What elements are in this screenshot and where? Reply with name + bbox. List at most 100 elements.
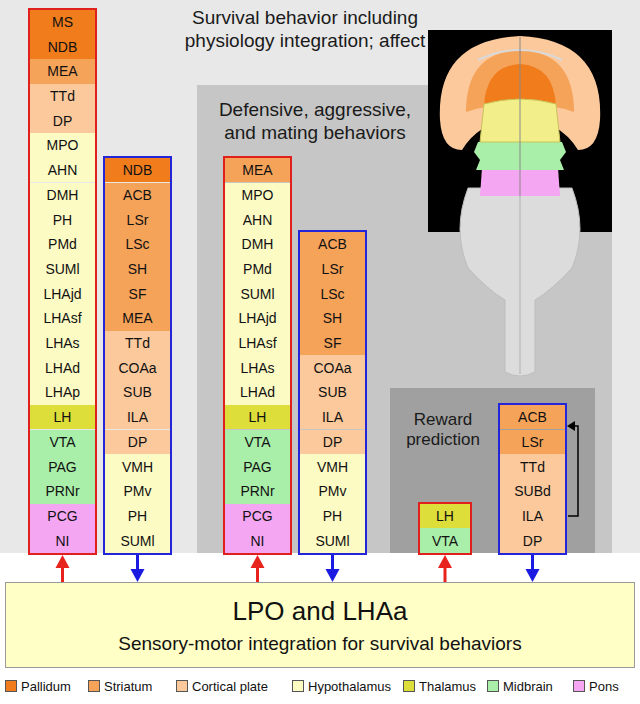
hindbrain [460, 188, 580, 376]
region-cell: NDB [30, 34, 95, 59]
region-cell: VMH [300, 454, 365, 479]
connector-line [61, 568, 64, 582]
panel-title: Reward prediction [394, 410, 492, 451]
region-cell: TTd [30, 84, 95, 109]
region-cell: PH [300, 504, 365, 529]
region-cell: PMv [300, 479, 365, 504]
region-label: MS [52, 15, 73, 29]
brain-background [428, 30, 612, 232]
region-cell: PCG [30, 504, 95, 529]
region-label: SH [128, 262, 147, 276]
region-label: VMH [317, 460, 348, 474]
region-cell: COAa [105, 355, 170, 380]
connector-arrow [251, 555, 265, 582]
connector-arrow [526, 555, 540, 582]
region-cell: ILA [105, 405, 170, 430]
legend-swatch [487, 680, 499, 692]
region-label: VTA [49, 435, 75, 449]
region-cell: NI [225, 528, 290, 553]
region-cell: MEA [105, 306, 170, 331]
region-label: PRNr [240, 484, 274, 498]
region-cell: DMH [30, 183, 95, 208]
region-cell: TTd [500, 454, 565, 479]
region-label: LSc [320, 287, 344, 301]
region-label: SUMl [240, 287, 274, 301]
connector-arrow [131, 555, 145, 582]
region-label: ACB [123, 188, 152, 202]
ventricle-arc [478, 50, 562, 60]
region-label: DMH [47, 188, 79, 202]
region-cell: PRNr [30, 479, 95, 504]
region-label: SUB [123, 385, 152, 399]
feedback-arrowhead [567, 421, 575, 431]
region-label: LH [249, 410, 267, 424]
legend-swatch [292, 680, 304, 692]
region-cell: DP [30, 108, 95, 133]
panel: Survival behavior including physiology i… [0, 0, 640, 553]
region-cell: MPO [30, 133, 95, 158]
region-label: NDB [48, 40, 78, 54]
region-label: LSc [125, 237, 149, 251]
region-cell: PRNr [225, 479, 290, 504]
region-cell: LSc [300, 281, 365, 306]
region-label: MEA [122, 311, 152, 325]
region-label: SUBd [514, 484, 551, 498]
legend-label: Cortical plate [192, 679, 268, 694]
region-cell: PH [30, 207, 95, 232]
legend-swatch [573, 680, 585, 692]
region-label: LHAjd [238, 311, 276, 325]
region-cell: ILA [500, 504, 565, 529]
pallidum-region [484, 64, 556, 106]
legend-item: Midbrain [487, 678, 553, 694]
region-cell: LHAs [30, 331, 95, 356]
region-cell: NI [30, 528, 95, 553]
region-label: LHAsf [238, 336, 276, 350]
box-subtitle: Sensory-motor integration for survival b… [118, 633, 521, 655]
arrow-head [438, 555, 452, 568]
legend-item: Thalamus [403, 678, 476, 694]
connector-line [136, 555, 139, 569]
region-label: MEA [242, 163, 272, 177]
region-cell: AHN [30, 158, 95, 183]
region-label: VMH [122, 460, 153, 474]
region-cell: LHAjd [30, 281, 95, 306]
region-label: LH [436, 509, 454, 523]
legend-item: Hypothalamus [292, 678, 391, 694]
region-label: SF [324, 336, 342, 350]
region-cell: LHAsf [225, 331, 290, 356]
region-label: LHAd [45, 361, 80, 375]
region-label: LSr [127, 213, 149, 227]
region-cell: LH [225, 405, 290, 430]
region-label: PMd [243, 262, 272, 276]
region-cell: SF [300, 331, 365, 356]
region-label: TTd [125, 336, 150, 350]
region-label: SF [129, 287, 147, 301]
region-label: LHAs [240, 361, 274, 375]
region-cell: PCG [225, 504, 290, 529]
region-cell: PMv [105, 479, 170, 504]
panel-title: Survival behavior including physiology i… [175, 7, 435, 53]
brain-midline [520, 37, 521, 196]
region-label: LHAsf [43, 311, 81, 325]
region-label: VTA [244, 435, 270, 449]
region-cell: LHAsf [30, 306, 95, 331]
region-label: LHAp [45, 385, 80, 399]
region-cell: LH [30, 405, 95, 430]
region-cell: DP [105, 430, 170, 455]
legend-label: Pons [589, 679, 619, 694]
legend-swatch [88, 680, 100, 692]
region-label: VTA [432, 534, 458, 548]
region-label: ACB [318, 237, 347, 251]
region-label: PMv [319, 484, 347, 498]
region-cell: SUB [105, 380, 170, 405]
cerebrum-cortex [440, 36, 600, 150]
region-label: AHN [48, 163, 78, 177]
panel-title: Defensive, aggressive, and mating behavi… [205, 99, 425, 145]
region-label: TTd [520, 460, 545, 474]
region-cell: SUBd [500, 479, 565, 504]
region-label: LHAs [45, 336, 79, 350]
legend-label: Hypothalamus [308, 679, 391, 694]
region-label: MEA [47, 64, 77, 78]
panel: Defensive, aggressive, and mating behavi… [197, 85, 612, 553]
legend-swatch [176, 680, 188, 692]
